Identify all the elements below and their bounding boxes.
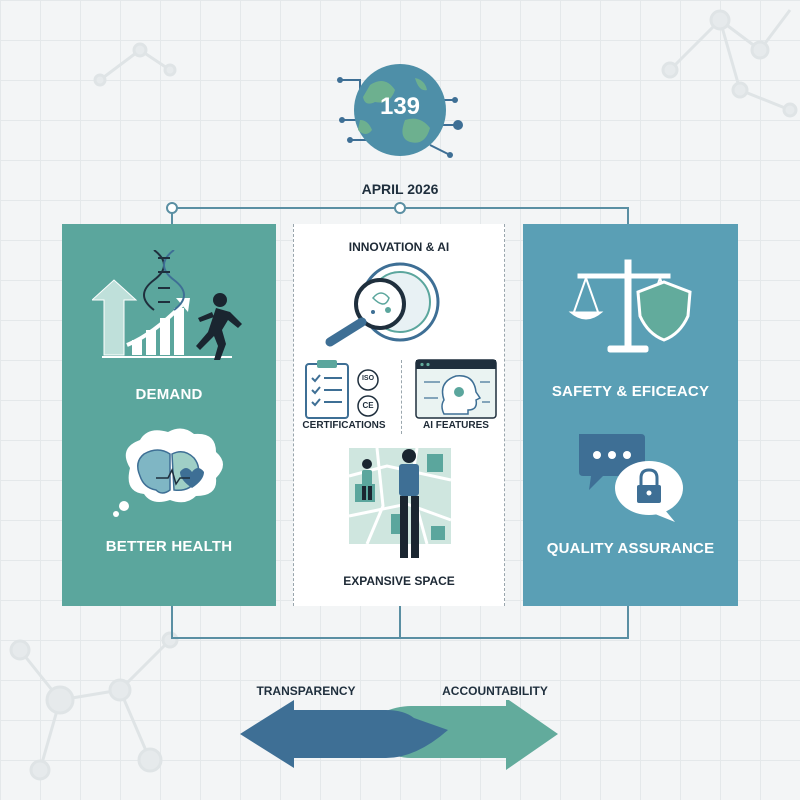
innovation-label: INNOVATION & AI [348, 240, 450, 254]
dna-icon [143, 250, 185, 311]
transparency-label: TRANSPARENCY [256, 684, 356, 698]
globe-icon [354, 64, 446, 156]
accountability-label: ACCOUNTABILITY [442, 684, 548, 698]
ce-badge-icon [357, 395, 379, 417]
ai-features-label: AI FEATURES [423, 420, 489, 431]
padlock-icon [637, 468, 661, 503]
badge-number: 139 [379, 93, 421, 120]
ce-text: CE [362, 401, 374, 410]
certifications-label: CERTIFICATIONS [302, 420, 386, 431]
runner-icon [196, 293, 242, 360]
safety-illustration [568, 259, 692, 353]
quality-illustration [579, 434, 683, 522]
brain-thought-icon [113, 428, 223, 517]
shield-icon [636, 280, 692, 342]
expansive-space-label: EXPANSIVE SPACE [343, 574, 455, 588]
date-label: APRIL 2026 [361, 181, 439, 197]
demand-label: DEMAND [135, 386, 203, 403]
transparency-arrow [240, 700, 448, 768]
center-divider [401, 360, 402, 434]
better-health-label: BETTER HEALTH [105, 538, 233, 555]
quality-label: QUALITY ASSURANCE [546, 540, 715, 557]
iso-text: ISO [361, 375, 375, 382]
safety-label: SAFETY & EFICEACY [551, 383, 710, 400]
map-people-icon [348, 447, 452, 558]
clipboard-checklist-icon [305, 360, 379, 419]
magnifier-icon [325, 262, 440, 347]
arrows-graphic [240, 700, 558, 770]
ai-head-icon [415, 359, 497, 419]
iso-badge-icon [357, 369, 379, 391]
globe-badge [337, 64, 463, 158]
demand-illustration [92, 250, 242, 360]
growth-chart-icon [92, 279, 232, 358]
